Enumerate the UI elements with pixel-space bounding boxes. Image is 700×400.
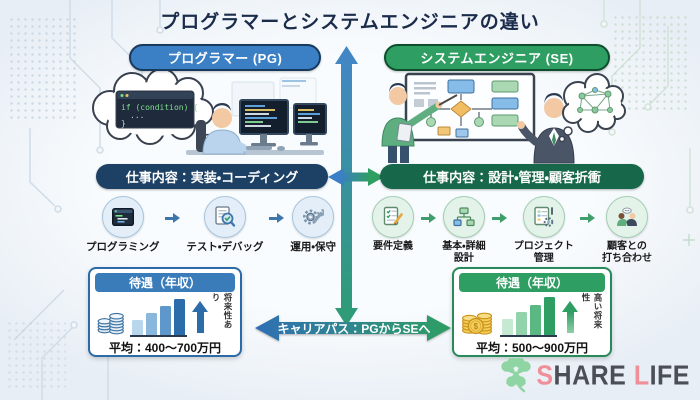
workflow-step: プロジェクト 管理 [514, 196, 574, 264]
workflow-step: テスト・デバッグ [186, 196, 263, 253]
dot-grid-decor [612, 14, 690, 112]
career-path-label: キャリアパス：PGからSEへ [277, 321, 431, 336]
svg-text:if (condition) {: if (condition) { [121, 103, 198, 112]
salary-bar [146, 313, 157, 335]
salary-bar [544, 297, 555, 335]
salary-card-content: 将来性あり [90, 292, 240, 337]
programmer-work-label: 仕事内容：実装・コーディング [96, 164, 328, 189]
workflow-step: 運用・保守 [290, 196, 336, 253]
programmer-salary-card: 待遇（年収） 将来性あり 平均：400〜700万円 [88, 267, 242, 357]
flow-arrow-icon [492, 213, 508, 223]
svg-text:}: } [121, 119, 126, 128]
design-orgchart-icon [442, 196, 485, 238]
code-editor-icon [101, 196, 144, 238]
flow-arrow-icon [165, 213, 181, 223]
salary-bar [530, 305, 541, 335]
flow-arrow-icon [269, 213, 285, 223]
salary-bar [160, 306, 171, 335]
thought-bubble-code-icon: if (condition) { ... } [92, 68, 222, 151]
future-note: 将来性あり [211, 293, 233, 329]
system-engineer-workflow: 要件定義 基本・詳細 設計 プロジェクト 管理 顧客との 打ち合わせ [372, 196, 652, 264]
salary-average: 平均：500〜900万円 [475, 341, 589, 355]
salary-bar-chart [500, 297, 557, 337]
gold-coins-icon: $ [462, 312, 493, 335]
test-debug-icon [203, 196, 246, 238]
future-note: 高い将来性 [581, 293, 603, 329]
workflow-step: 要件定義 [372, 196, 414, 253]
salary-card-header: 待遇（年収） [95, 273, 235, 292]
programmer-workstation [186, 77, 327, 155]
svg-text:...: ... [130, 111, 144, 120]
salary-bar [174, 299, 185, 335]
workflow-step: 基本・詳細 設計 [442, 196, 486, 264]
programmer-illustration: if (condition) { ... } [92, 68, 327, 155]
flow-arrow-icon [420, 213, 436, 223]
versus-cross-arrows [328, 46, 384, 326]
system-engineer-role-badge: システムエンジニア (SE) [384, 44, 610, 71]
requirements-checklist-icon [372, 196, 414, 238]
thought-bubble-network-icon [558, 73, 626, 143]
clover-icon [501, 358, 532, 393]
brand-name: SHARE LIFE [536, 360, 690, 391]
system-engineer-work-label: 仕事内容：設計・管理・顧客折衝 [380, 164, 644, 189]
brand-logo: SHARE LIFE [499, 358, 690, 394]
page-title: プログラマーとシステムエンジニアの違い [160, 12, 540, 33]
dot-grid-decor [8, 16, 80, 122]
salary-bar-chart [130, 299, 187, 337]
salary-average: 平均：400〜700万円 [108, 341, 222, 355]
svg-text:$: $ [474, 322, 479, 331]
dot-grid-decor [6, 320, 66, 390]
gear-wrench-icon [292, 196, 335, 238]
workflow-step: プログラミング [86, 196, 160, 253]
salary-card-header: 待遇（年収） [459, 273, 605, 292]
presenter-person [381, 83, 458, 163]
flow-arrow-icon [580, 213, 596, 223]
salary-bar [516, 312, 527, 335]
salary-card-content: $ 高い将来性 [454, 292, 610, 337]
salary-bar [132, 320, 143, 335]
growth-arrow-icon [562, 301, 578, 333]
coins-icon [97, 312, 124, 335]
career-path-arrow [255, 315, 451, 341]
programmer-role-badge: プログラマー (PG) [129, 44, 321, 71]
workflow-step: 顧客との 打ち合わせ [602, 196, 652, 264]
salary-bar [502, 319, 513, 335]
whiteboard-flowchart-icon [404, 72, 536, 142]
system-engineer-illustration [381, 72, 626, 164]
system-engineer-salary-card: 待遇（年収） $ 高い将来性 平均：500〜900万 [452, 267, 612, 357]
project-management-icon [522, 196, 565, 238]
growth-arrow-icon [192, 301, 208, 333]
programmer-workflow: プログラミング テスト・デバッグ 運用・保守 [86, 196, 336, 253]
client-meeting-icon [605, 196, 648, 238]
